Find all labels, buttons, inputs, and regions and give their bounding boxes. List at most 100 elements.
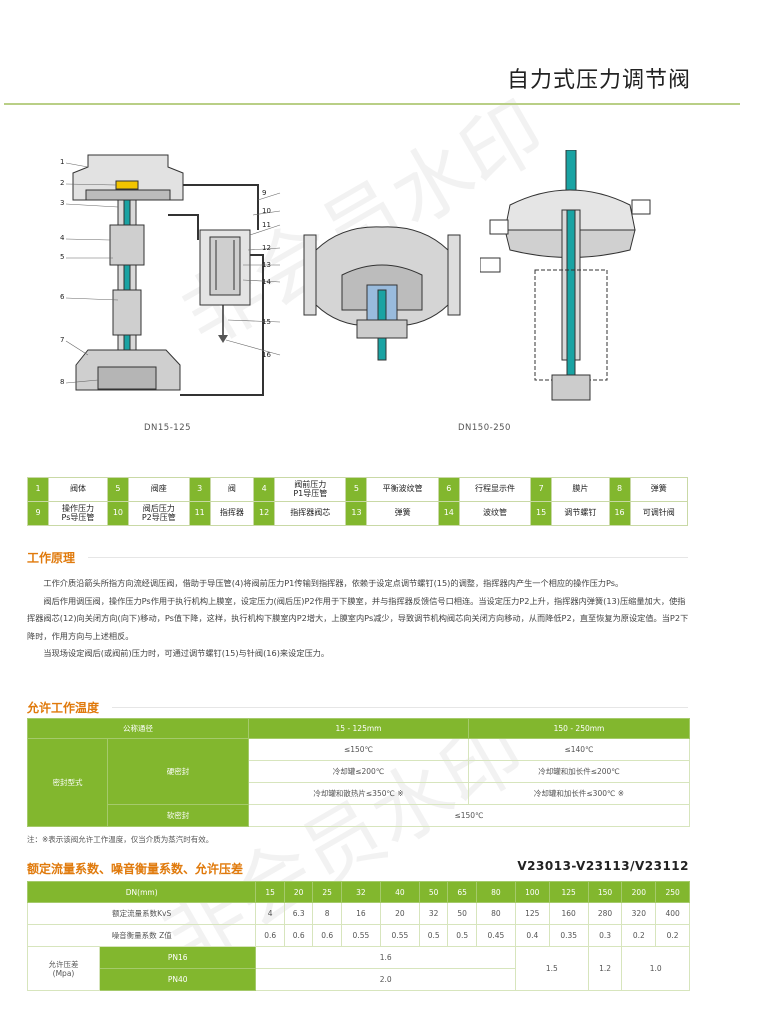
z-value: 0.35 [548, 924, 589, 947]
temp-cell: ≤150℃ [248, 804, 690, 827]
part-number: 13 [345, 501, 368, 526]
model-code: V23013-V23113/V23112 [517, 859, 689, 873]
part-number: 15 [530, 501, 553, 526]
temp-cell: 冷却罐和加长件≤300℃ ※ [468, 782, 690, 805]
figure-caption-right: DN150-250 [458, 423, 511, 433]
title-divider [4, 103, 740, 105]
kvs-value: 6.3 [283, 902, 314, 925]
temperature-note: 注：※表示该阀允许工作温度，仅当介质为蒸汽时有效。 [27, 835, 214, 844]
principle-text: 工作介质沿箭头所指方向流经调压阀，借助于导压管(4)将阀前压力P1传输到指挥器，… [27, 575, 689, 663]
valve-drawing-dn150-250 [480, 150, 651, 401]
dn-value: 25 [312, 881, 342, 903]
z-value: 0.55 [379, 924, 420, 947]
part-number: 12 [253, 501, 276, 526]
principle-paragraph: 工作介质沿箭头所指方向流经调压阀，借助于导压管(4)将阀前压力P1传输到指挥器，… [43, 578, 624, 588]
dp-value-100-125: 1.5 [514, 946, 589, 991]
callout-label: 3 [60, 199, 65, 207]
section-heading-principle: 工作原理 [27, 551, 76, 565]
dp-label: 允许压差 (Mpa) [27, 946, 100, 991]
part-number: 5 [106, 477, 129, 502]
part-name: 弹簧 [366, 501, 439, 526]
dn-value: 125 [548, 881, 589, 903]
temp-cell: 冷却罐和散热片≤350℃ ※ [248, 782, 469, 805]
callout-label: 12 [262, 244, 271, 252]
valve-body-drawing [303, 226, 461, 361]
dn-value: 80 [475, 881, 516, 903]
part-name: 阀 [209, 477, 255, 502]
part-number: 4 [253, 477, 276, 502]
dp-pn40-value: 2.0 [255, 968, 516, 991]
dn-value: 250 [655, 881, 690, 903]
callout-label: 8 [60, 378, 65, 386]
part-number: 7 [530, 477, 553, 502]
figure-caption-left: DN15-125 [144, 423, 192, 433]
part-name: 指挥器 [209, 501, 255, 526]
part-name: 阀前压力 P1导压管 [274, 477, 347, 502]
dn-value: 20 [283, 881, 314, 903]
kvs-value: 50 [447, 902, 477, 925]
part-name: 操作压力 Ps导压管 [48, 501, 108, 526]
part-name: 波纹管 [458, 501, 532, 526]
seal-type-label: 密封型式 [27, 738, 108, 827]
z-value: 0.3 [587, 924, 623, 947]
part-number: 6 [437, 477, 460, 502]
callout-label: 5 [60, 253, 65, 261]
callout-label: 10 [262, 207, 271, 215]
z-value: 0.4 [514, 924, 550, 947]
part-name: 指挥器阀芯 [274, 501, 347, 526]
callout-label: 14 [262, 278, 271, 286]
part-number: 1 [27, 477, 49, 502]
z-value: 0.2 [655, 924, 690, 947]
principle-paragraph: 阀后作用调压阀，操作压力Ps作用于执行机构上膜室，设定压力(阀后压)P2作用于下… [27, 595, 689, 641]
dn-value: 65 [447, 881, 477, 903]
part-name: 平衡波纹管 [366, 477, 439, 502]
part-number: 8 [608, 477, 631, 502]
kvs-value: 400 [655, 902, 690, 925]
part-number: 14 [437, 501, 460, 526]
valve-drawing-dn15-125 [65, 154, 281, 396]
kvs-value: 280 [587, 902, 623, 925]
z-value: 0.5 [418, 924, 449, 947]
dn-value: 50 [418, 881, 449, 903]
kvs-value: 160 [548, 902, 589, 925]
section-heading-temperature: 允许工作温度 [27, 701, 100, 715]
dn-value: 150 [587, 881, 623, 903]
callout-label: 6 [60, 293, 65, 301]
part-name: 阀座 [127, 477, 190, 502]
z-value: 0.45 [475, 924, 516, 947]
part-name: 弹簧 [629, 477, 689, 502]
temp-cell: 冷却罐≤200℃ [248, 760, 469, 783]
section-divider [88, 557, 688, 558]
callout-label: 2 [60, 179, 65, 187]
z-value: 0.55 [340, 924, 381, 947]
kvs-value: 125 [514, 902, 550, 925]
part-name: 行程显示件 [458, 477, 532, 502]
page-title: 自力式压力调节阀 [506, 68, 691, 93]
callout-label: 4 [60, 234, 65, 242]
z-value: 0.6 [255, 924, 285, 947]
pn40-label: PN40 [98, 968, 257, 991]
temp-header-dn: 公称通径 [27, 718, 249, 739]
dp-value-200-250: 1.0 [621, 946, 690, 991]
principle-paragraph: 当现场设定阀后(或阀前)压力时，可通过调节螺钉(15)与针阀(16)来设定压力。 [43, 648, 330, 658]
callout-label: 16 [262, 351, 271, 359]
dn-value: 40 [379, 881, 420, 903]
kvs-value: 8 [312, 902, 342, 925]
part-number: 5 [345, 477, 368, 502]
dn-value: 32 [340, 881, 381, 903]
callout-label: 13 [262, 261, 271, 269]
temp-cell: 冷却罐和加长件≤200℃ [468, 760, 690, 783]
dn-value: 200 [621, 881, 657, 903]
callout-label: 7 [60, 336, 65, 344]
part-number: 9 [27, 501, 49, 526]
z-label: 噪音衡量系数 Z值 [26, 924, 257, 947]
section-divider [112, 707, 688, 708]
kvs-value: 80 [475, 902, 516, 925]
dp-value-150: 1.2 [587, 946, 623, 991]
part-number: 10 [106, 501, 129, 526]
z-value: 0.2 [621, 924, 657, 947]
dn-value: 15 [255, 881, 285, 903]
